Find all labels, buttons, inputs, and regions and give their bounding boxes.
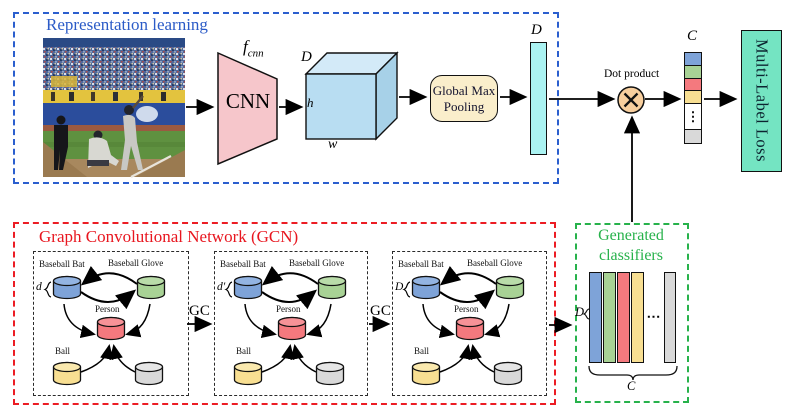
- loss-label: Multi-Label Loss: [752, 39, 772, 163]
- multi-label-loss-box: Multi-Label Loss: [741, 30, 782, 172]
- classifier-count-label: C: [627, 379, 636, 393]
- gc-label-2: GC: [370, 303, 391, 319]
- stadium-photo: [43, 38, 185, 178]
- classifier-dim-label: D: [575, 305, 585, 319]
- classifier-bar: [631, 272, 644, 363]
- cnn-trapezoid: [217, 51, 278, 166]
- g2-person-label: Person: [276, 304, 301, 314]
- g3-dim-label: D: [395, 281, 404, 293]
- relation-graph-3: [404, 273, 524, 384]
- generated-title-line1: Generated: [598, 227, 664, 244]
- gcn-box: [13, 222, 556, 405]
- classifier-bar: [617, 272, 630, 363]
- relation-graph-2: [226, 273, 346, 384]
- g1-ball-label: Ball: [55, 346, 70, 356]
- g2-glove-label: Baseball Glove: [289, 258, 345, 268]
- gcn-title: Graph Convolutional Network (GCN): [39, 227, 299, 246]
- dot-product-label: Dot product: [604, 68, 660, 80]
- relation-graph-1: [45, 273, 165, 384]
- score-cell: [684, 129, 702, 144]
- cube-width-label: w: [328, 137, 338, 152]
- classifier-bar: [589, 272, 602, 363]
- class-score-vector: ⋮: [684, 52, 702, 144]
- g3-glove-label: Baseball Glove: [467, 258, 523, 268]
- classifier-bar: [663, 272, 676, 363]
- feature-cube: [304, 51, 399, 141]
- generated-classifiers-box: [575, 223, 689, 403]
- g2-ball-label: Ball: [236, 346, 251, 356]
- g2-dim-label: d′: [217, 281, 226, 293]
- gc-label-1: GC: [189, 303, 210, 319]
- g2-bat-label: Baseball Bat: [220, 259, 266, 269]
- g1-dim-label: d: [36, 281, 42, 293]
- fcnn-f: f: [243, 37, 248, 56]
- g3-ball-label: Ball: [414, 346, 429, 356]
- fcnn-label: fcnn: [243, 38, 264, 60]
- vector-dim-label: D: [531, 22, 542, 38]
- g1-glove-label: Baseball Glove: [108, 258, 164, 268]
- generated-title-line2: classifiers: [599, 247, 663, 264]
- representation-learning-title: Representation learning: [46, 15, 208, 34]
- classifier-dim-brace: [582, 308, 590, 320]
- classifier-bars-ellipsis: ⋯: [646, 310, 661, 325]
- global-max-pooling-box: Global Max Pooling: [430, 75, 498, 122]
- pooling-label-line2: Pooling: [443, 98, 485, 114]
- classifier-count-brace: [588, 365, 678, 381]
- dot-product-node: [617, 86, 645, 114]
- feature-vector-bar: [530, 42, 547, 155]
- graph-panel-3: [392, 251, 547, 396]
- cnn-label: CNN: [225, 89, 271, 113]
- cube-height-label: h: [307, 95, 314, 110]
- score-cell: [684, 65, 702, 79]
- score-cell: [684, 52, 702, 66]
- g1-person-label: Person: [95, 304, 120, 314]
- scores-dim-label: C: [687, 28, 698, 44]
- g3-person-label: Person: [454, 304, 479, 314]
- multiply-icon: [623, 92, 639, 108]
- g1-bat-label: Baseball Bat: [39, 259, 85, 269]
- score-cell: [684, 90, 702, 104]
- flow-arrows: [186, 88, 738, 334]
- classifier-bars: ⋯: [589, 272, 676, 363]
- cube-depth-label: D: [301, 49, 312, 65]
- fcnn-sub: cnn: [247, 47, 264, 60]
- representation-learning-box: [13, 12, 559, 184]
- pooling-label-line1: Global Max: [432, 82, 496, 98]
- score-cell-ellipsis: ⋮: [684, 103, 702, 130]
- g3-bat-label: Baseball Bat: [398, 259, 444, 269]
- classifier-bar: [603, 272, 616, 363]
- graph-panel-2: [214, 251, 368, 396]
